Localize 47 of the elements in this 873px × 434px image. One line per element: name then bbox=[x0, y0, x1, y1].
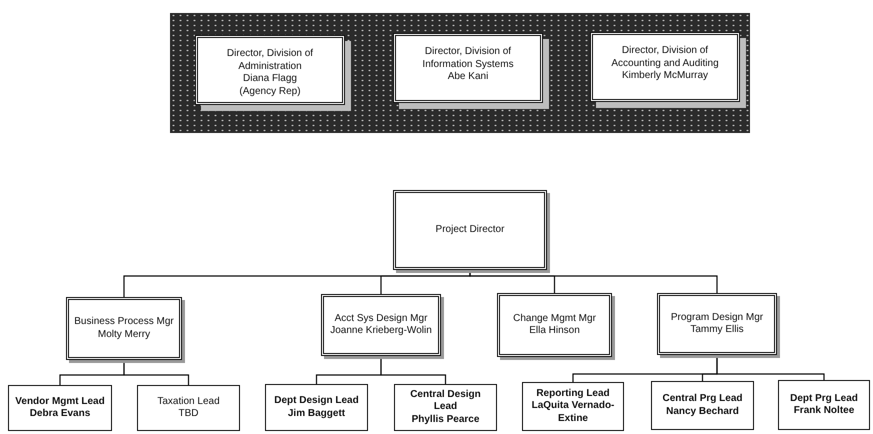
manager-box bbox=[321, 294, 441, 356]
role-title: Dept Prg Lead bbox=[790, 392, 858, 405]
person-name: Joanne Krieberg-Wolin bbox=[330, 325, 432, 338]
lead-box bbox=[522, 382, 624, 431]
role-title: Reporting Lead bbox=[536, 388, 610, 400]
person-name: LaQuita Vernado-Extine bbox=[530, 400, 616, 426]
lead-box bbox=[8, 385, 112, 431]
lead-box bbox=[651, 381, 754, 430]
lead-box bbox=[394, 384, 497, 431]
role-title: Vendor Mgmt Lead bbox=[15, 396, 105, 408]
person-name: Frank Noltee bbox=[794, 405, 854, 418]
manager-box bbox=[393, 190, 547, 270]
connector-line bbox=[380, 356, 446, 384]
person-name: Debra Evans bbox=[30, 408, 90, 420]
lead-box bbox=[265, 384, 368, 431]
role-title: Project Director bbox=[436, 224, 504, 236]
person-name: Tammy Ellis bbox=[690, 324, 744, 336]
person-name: TBD bbox=[178, 408, 198, 420]
role-title: Taxation Lead bbox=[157, 396, 220, 408]
role-title: Director, Division of Information Systems bbox=[421, 46, 515, 71]
role-title: Central Prg Lead bbox=[662, 393, 743, 406]
role-title: Director, Division of Administration bbox=[226, 48, 314, 73]
lead-box bbox=[778, 380, 870, 430]
role-title: Program Design Mgr bbox=[670, 312, 764, 324]
person-name: Phyllis Pearce bbox=[412, 414, 480, 426]
connector-line bbox=[716, 355, 825, 380]
person-name: Molty Merry bbox=[98, 328, 150, 341]
person-name: Ella Hinson bbox=[529, 325, 580, 338]
connector-line bbox=[123, 360, 190, 385]
connector-line bbox=[469, 270, 718, 293]
lead-box bbox=[137, 385, 240, 431]
person-name: Jim Baggett bbox=[288, 408, 346, 420]
person-name: Kimberly McMurray bbox=[622, 70, 708, 82]
role-title: Change Mgmt Mgr bbox=[513, 312, 596, 325]
role-title: Dept Design Lead bbox=[274, 395, 359, 408]
shaded-band bbox=[170, 13, 750, 133]
manager-box bbox=[657, 293, 777, 355]
role-title: Central Design Lead bbox=[409, 388, 482, 414]
person-name: Diana Flagg bbox=[243, 73, 297, 86]
manager-box bbox=[497, 293, 612, 357]
manager-box bbox=[66, 297, 182, 360]
role-title: Business Process Mgr bbox=[74, 316, 174, 328]
person-name: Abe Kani bbox=[448, 71, 488, 84]
role-title: Director, Division of Accounting and Auditing bbox=[610, 45, 720, 70]
role-title: Acct Sys Design Mgr bbox=[334, 312, 428, 325]
person-name: (Agency Rep) bbox=[239, 86, 301, 98]
person-name: Nancy Bechard bbox=[666, 406, 739, 418]
